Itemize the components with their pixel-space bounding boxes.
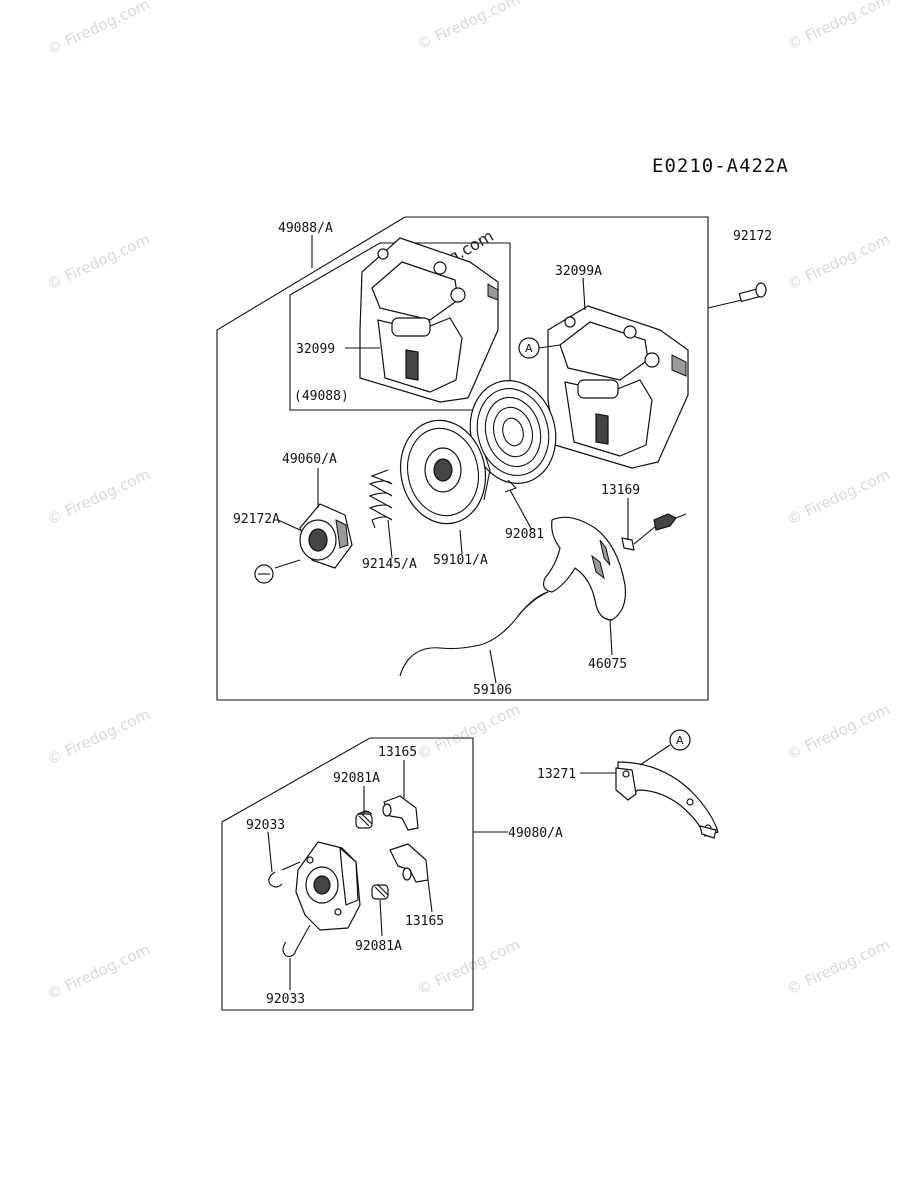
pawl-13169 [621,513,687,551]
inner-frame-49088 [289,242,511,411]
reference-a-label: A [525,342,533,355]
callout-92145A: 92145/A [362,557,417,572]
plate-13271 [580,761,719,839]
callout-92081A-upper: 92081A [333,771,380,786]
callouts-bottom: 13165 92081A 92033 49080/A 13165 92081A … [246,745,563,1007]
watermark: © Firedog.com [44,940,153,1003]
bolt-92172 [707,282,767,309]
callouts-top: 49088/A 32099 (49088) 32099A 92172 49060… [233,221,772,698]
watermark: © Firedog.com [44,705,153,768]
screw-92172A [254,559,301,584]
leader-lines-bottom [267,760,508,990]
callout-49088: (49088) [294,389,349,404]
rope-59106 [399,591,549,677]
watermark: © Firedog.com [414,935,523,998]
recoil-starter-frame [216,216,709,701]
diagram-code: E0210-A422A [652,155,789,177]
callout-59101A: 59101/A [433,553,488,568]
pawl-13165-upper [382,795,419,831]
reference-a-top: A [518,337,561,359]
pawl-13165-lower [389,843,429,883]
watermark: © Firedog.com [414,700,523,763]
housing-32099 [359,237,499,403]
callout-32099: 32099 [296,342,335,357]
callout-92172: 92172 [733,229,772,244]
watermark: © Firedog.com [784,465,893,528]
spring-92145A [368,469,393,529]
callout-59106: 59106 [473,683,512,698]
callout-92081: 92081 [505,527,544,542]
watermark: © Firedog.com [44,230,153,293]
watermark: © Firedog.com [784,935,893,998]
watermark: © Firedog.com [784,230,893,293]
callout-32099A: 32099A [555,264,602,279]
callout-92081A-lower: 92081A [355,939,402,954]
pulley-59101A [399,419,491,525]
ratchet-assembly-frame [221,737,474,1011]
housing-32099A [547,305,689,469]
callout-49060A: 49060/A [282,452,337,467]
callout-49088A: 49088/A [278,221,333,236]
circlip-92033-upper [268,871,283,888]
ratchet-body [295,841,361,931]
handle-46075 [542,516,627,621]
circlip-92033-lower [282,941,297,957]
spring-92081A-lower [371,884,389,900]
callout-13271: 13271 [537,767,576,782]
reel-49060A [299,503,353,569]
reference-a-label: A [676,734,684,747]
callout-46075: 46075 [588,657,627,672]
callout-13169: 13169 [601,483,640,498]
callout-92172A: 92172A [233,512,280,527]
callout-92033-upper: 92033 [246,818,285,833]
watermark: © Firedog.com [784,0,893,54]
watermark: © Firedog.com [414,0,523,54]
callout-49080A: 49080/A [508,826,563,841]
callout-92033-lower: 92033 [266,992,305,1007]
callout-13165-upper: 13165 [378,745,417,760]
watermark: © Firedog.com [44,465,153,528]
watermark: © Firedog.com [44,0,153,59]
watermark: © Firedog.com [784,700,893,763]
reference-a-bottom: A [639,729,691,766]
leader-lines-top [277,235,629,684]
callout-13165-lower: 13165 [405,914,444,929]
